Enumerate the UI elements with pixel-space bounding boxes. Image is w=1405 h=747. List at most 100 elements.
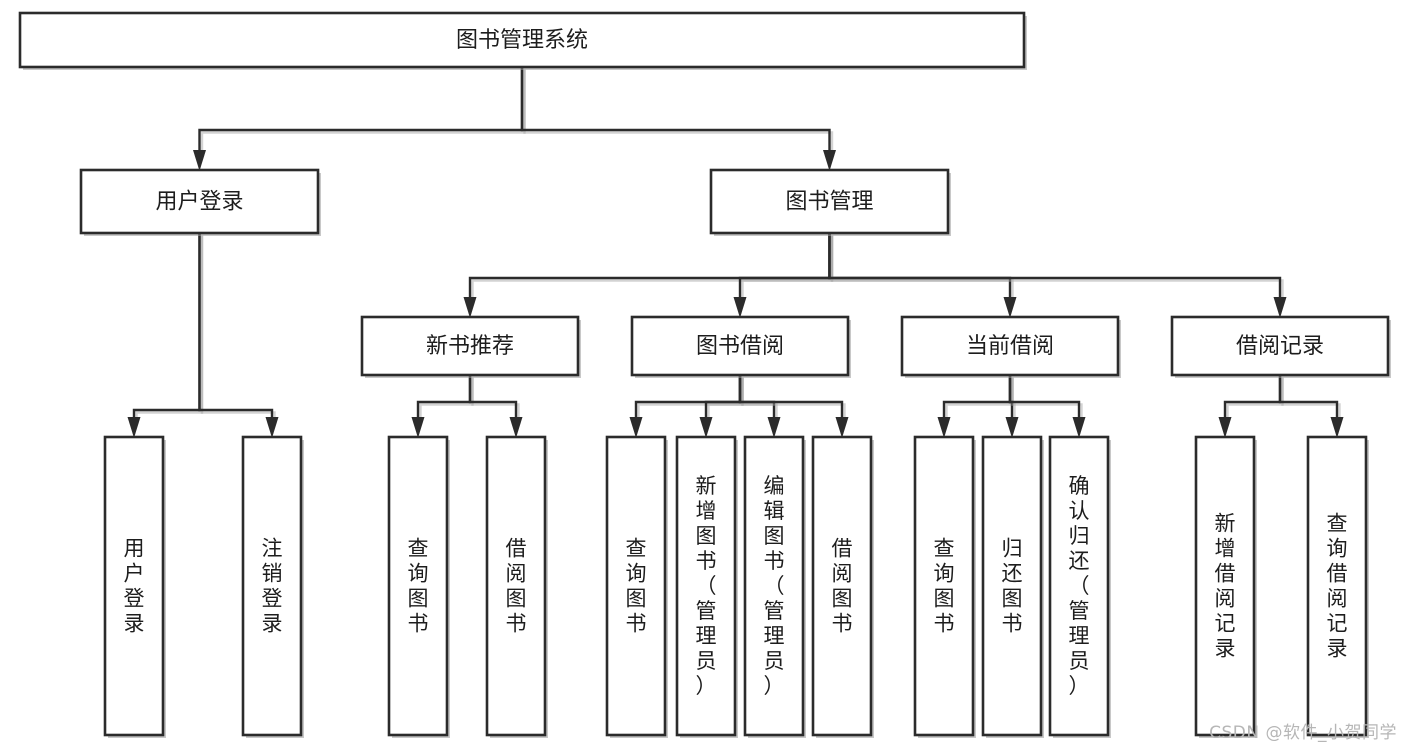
node-user-login[interactable]: 用户登录 xyxy=(79,168,321,236)
arrow-head-icon xyxy=(463,297,477,318)
edge-layer xyxy=(127,65,1344,438)
arrow-head-icon xyxy=(767,417,781,438)
edge-root-to-user-login xyxy=(193,65,526,171)
edge-new-book-recommend-to-leaf-query-book-1 xyxy=(411,373,474,438)
node-label: 查询图书 xyxy=(408,537,429,636)
node-label: 当前借阅 xyxy=(966,334,1054,359)
arrow-head-icon xyxy=(629,417,643,438)
arrow-head-icon xyxy=(699,417,713,438)
node-book-borrow[interactable]: 图书借阅 xyxy=(630,315,851,378)
node-leaf-logout[interactable]: 注销登录 xyxy=(241,435,304,738)
watermark-text: CSDN @软件_小贺同学 xyxy=(1209,723,1397,743)
node-label: 借阅图书 xyxy=(832,537,853,636)
edge-book-manage-to-book-borrow xyxy=(733,231,834,318)
edge-book-manage-to-new-book-recommend xyxy=(463,231,834,318)
node-box xyxy=(103,435,165,737)
edge-book-borrow-to-leaf-borrow-book-2 xyxy=(738,373,849,438)
node-label: 归还图书 xyxy=(1002,537,1023,636)
node-label: 注销登录 xyxy=(262,537,283,636)
node-box xyxy=(485,435,547,737)
node-leaf-query-record[interactable]: 查询借阅记录 xyxy=(1306,435,1369,738)
node-leaf-return-book[interactable]: 归还图书 xyxy=(981,435,1044,738)
arrow-head-icon xyxy=(127,417,141,438)
arrow-head-icon xyxy=(937,417,951,438)
node-box xyxy=(360,315,580,377)
node-label: 图书管理系统 xyxy=(456,28,588,53)
arrow-head-icon xyxy=(823,150,836,171)
node-label: 图书借阅 xyxy=(696,334,784,359)
node-box xyxy=(18,11,1026,69)
arrow-head-icon xyxy=(1005,417,1019,438)
node-root[interactable]: 图书管理系统 xyxy=(18,11,1027,70)
node-box xyxy=(241,435,303,737)
node-box xyxy=(743,435,805,737)
node-box xyxy=(900,315,1120,377)
node-label: 新增图书（管理员） xyxy=(696,474,717,698)
node-borrow-record[interactable]: 借阅记录 xyxy=(1170,315,1391,378)
arrow-head-icon xyxy=(835,417,849,438)
node-box xyxy=(675,435,737,737)
node-book-manage[interactable]: 图书管理 xyxy=(709,168,951,236)
arrow-head-icon xyxy=(1072,417,1086,438)
node-current-borrow[interactable]: 当前借阅 xyxy=(900,315,1121,378)
node-label: 图书管理 xyxy=(785,190,873,215)
edge-current-borrow-to-leaf-query-book-3 xyxy=(937,373,1014,438)
node-box xyxy=(1306,435,1368,737)
edge-root-to-book-manage xyxy=(520,65,836,171)
node-leaf-add-book[interactable]: 新增图书（管理员） xyxy=(675,435,738,738)
edge-book-manage-to-borrow-record xyxy=(828,231,1287,318)
node-box xyxy=(913,435,975,737)
node-leaf-query-book-2[interactable]: 查询图书 xyxy=(605,435,668,738)
edge-book-manage-to-current-borrow xyxy=(828,231,1017,318)
node-label: 查询借阅记录 xyxy=(1327,512,1348,661)
node-leaf-borrow-book-2[interactable]: 借阅图书 xyxy=(811,435,874,738)
edge-borrow-record-to-leaf-add-record xyxy=(1218,373,1284,438)
arrow-head-icon xyxy=(1218,417,1232,438)
node-box xyxy=(1048,435,1110,737)
node-label: 借阅图书 xyxy=(506,537,527,636)
edge-user-login-to-leaf-user-login xyxy=(127,231,204,438)
node-leaf-query-book-3[interactable]: 查询图书 xyxy=(913,435,976,738)
node-label: 确认归还（管理员） xyxy=(1069,474,1090,698)
edge-book-borrow-to-leaf-query-book-2 xyxy=(629,373,744,438)
arrow-head-icon xyxy=(193,150,206,171)
node-label: 用户登录 xyxy=(155,190,243,215)
arrow-head-icon xyxy=(1330,417,1344,438)
edge-book-borrow-to-leaf-add-book xyxy=(699,373,744,438)
node-leaf-confirm-return[interactable]: 确认归还（管理员） xyxy=(1048,435,1111,738)
node-label: 查询图书 xyxy=(626,537,647,636)
node-box xyxy=(1194,435,1256,737)
arrow-head-icon xyxy=(733,297,747,318)
node-box xyxy=(981,435,1043,737)
arrow-head-icon xyxy=(411,417,425,438)
node-box xyxy=(630,315,850,377)
node-leaf-borrow-book-1[interactable]: 借阅图书 xyxy=(485,435,548,738)
node-leaf-add-record[interactable]: 新增借阅记录 xyxy=(1194,435,1257,738)
node-label: 借阅记录 xyxy=(1236,334,1324,359)
node-box xyxy=(1170,315,1390,377)
edge-borrow-record-to-leaf-query-record xyxy=(1278,373,1344,438)
node-new-book-recommend[interactable]: 新书推荐 xyxy=(360,315,581,378)
node-box xyxy=(811,435,873,737)
node-box xyxy=(387,435,449,737)
node-label: 编辑图书（管理员） xyxy=(764,474,785,698)
node-leaf-query-book-1[interactable]: 查询图书 xyxy=(387,435,450,738)
edge-user-login-to-leaf-logout xyxy=(198,231,279,438)
arrow-head-icon xyxy=(1003,297,1017,318)
edge-book-borrow-to-leaf-edit-book xyxy=(738,373,781,438)
edge-new-book-recommend-to-leaf-borrow-book-1 xyxy=(468,373,523,438)
node-leaf-edit-book[interactable]: 编辑图书（管理员） xyxy=(743,435,806,738)
node-label: 新书推荐 xyxy=(426,334,514,359)
node-label: 新增借阅记录 xyxy=(1215,512,1236,661)
arrow-head-icon xyxy=(509,417,523,438)
node-box xyxy=(79,168,320,235)
arrow-head-icon xyxy=(1273,297,1287,318)
node-layer: 图书管理系统用户登录图书管理新书推荐图书借阅当前借阅借阅记录用户登录注销登录查询… xyxy=(18,11,1391,738)
edge-current-borrow-to-leaf-confirm-return xyxy=(1008,373,1086,438)
arrow-head-icon xyxy=(265,417,279,438)
node-leaf-user-login[interactable]: 用户登录 xyxy=(103,435,166,738)
node-box xyxy=(605,435,667,737)
node-box xyxy=(709,168,950,235)
